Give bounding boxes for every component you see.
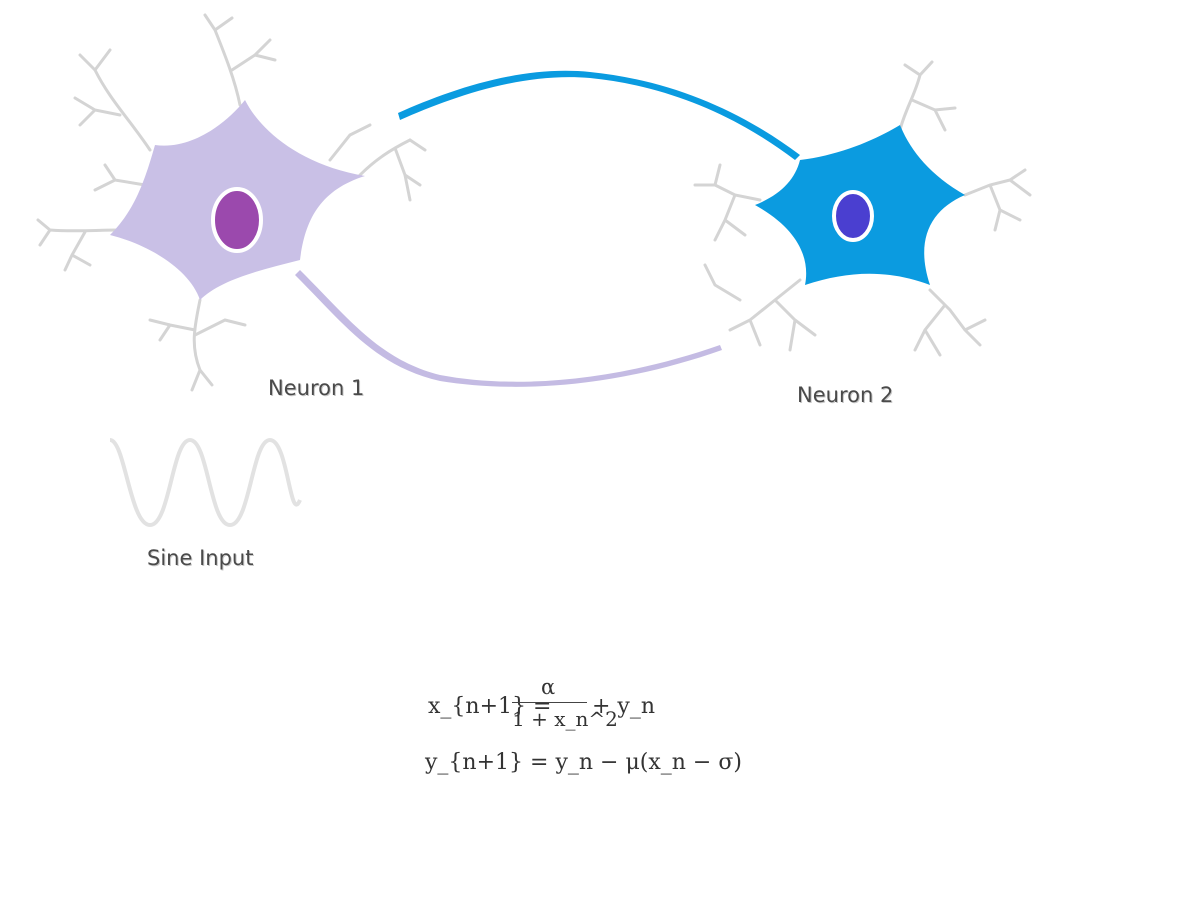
neuron2-nucleus [832,190,874,242]
equation1-tail: + y_n [592,694,656,719]
sine-input-label: Sine Input [147,546,254,570]
equation1-denominator: 1 + x_n^2 [512,707,618,731]
equation1-numerator: α [541,675,556,699]
equation2: y_{n+1} = y_n − μ(x_n − σ) [425,750,742,775]
neuron1-label: Neuron 1 [268,376,365,400]
axon-neuron2-to-neuron1 [398,70,800,160]
equation1-lhs: x_{n+1} = [428,694,552,719]
sine-input-wave [109,437,302,528]
axon-neuron1-to-neuron2 [295,270,722,387]
neuron1-dendrites [36,13,427,392]
equation1-fraction-bar [512,702,587,703]
neuron2-label: Neuron 2 [797,383,894,407]
neuron2-dendrites [693,60,1032,357]
neuron1-nucleus [211,187,263,253]
